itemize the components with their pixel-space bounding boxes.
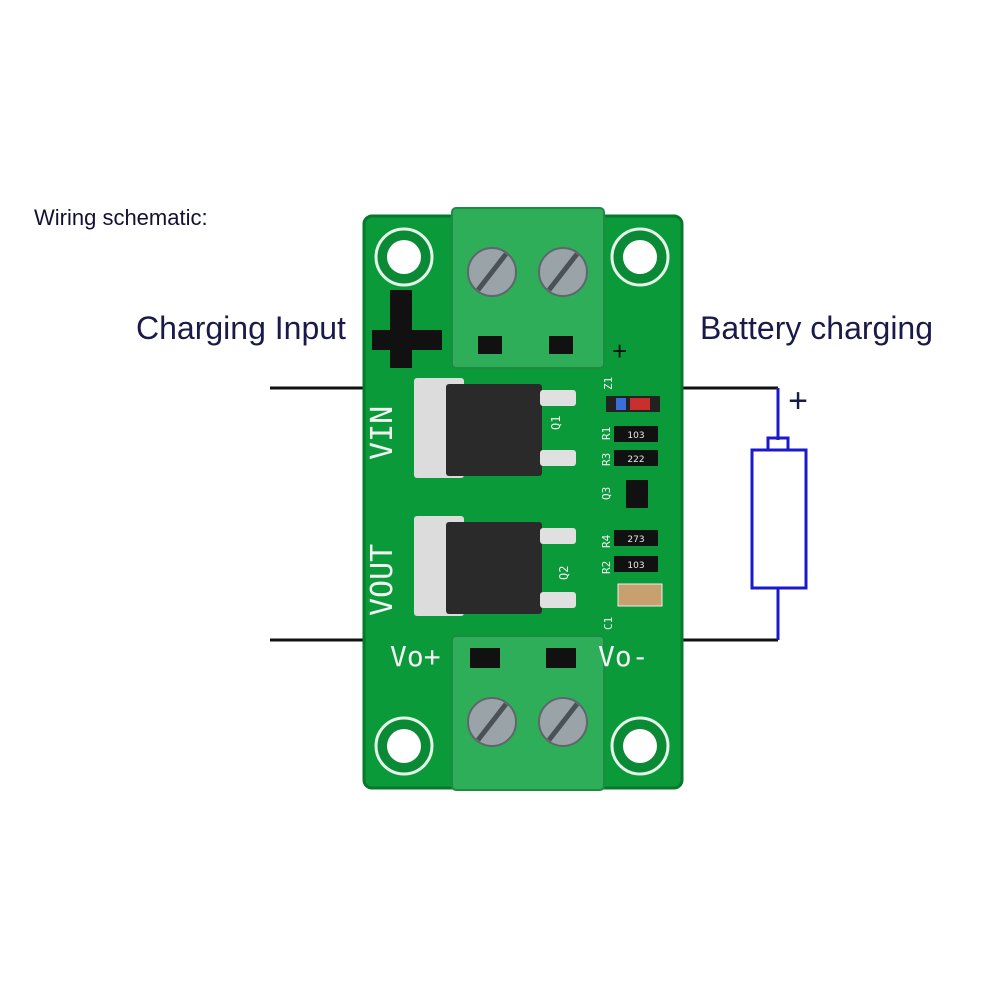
svg-text:Z1: Z1	[602, 377, 615, 390]
transistor-q3: Q3	[600, 480, 648, 508]
mounting-hole	[374, 227, 434, 287]
battery-symbol: +	[750, 382, 808, 640]
diagram-heading: Wiring schematic:	[34, 205, 208, 230]
vo-minus-silkscreen: Vo-	[598, 640, 649, 673]
q2-label: Q2	[557, 566, 571, 580]
mosfet-q2: Q2	[414, 516, 576, 616]
svg-text:R1: R1	[600, 427, 613, 440]
charging-input-label: Charging Input	[136, 310, 346, 346]
svg-text:222: 222	[627, 455, 644, 465]
resistor-r3: 222 R3	[600, 450, 658, 466]
mounting-hole	[610, 716, 670, 776]
resistor-r2: 103 R2	[600, 556, 658, 574]
marker-plus-sign	[372, 290, 442, 368]
battery-plus-sign: +	[788, 382, 808, 420]
mounting-hole	[374, 716, 434, 776]
top-terminal-block	[451, 207, 605, 369]
svg-text:103: 103	[627, 561, 644, 571]
battery-charging-label: Battery charging	[700, 310, 934, 346]
vout-silkscreen: VOUT	[365, 544, 400, 616]
svg-text:C1: C1	[602, 617, 615, 630]
svg-text:R4: R4	[600, 534, 613, 548]
vin-silkscreen: VIN	[365, 406, 400, 460]
resistor-r4: 273 R4	[600, 530, 658, 548]
svg-text:103: 103	[627, 431, 644, 441]
mosfet-q1: Q1	[414, 378, 576, 478]
mounting-hole	[610, 227, 670, 287]
q1-label: Q1	[549, 416, 563, 430]
svg-text:R3: R3	[600, 453, 613, 466]
svg-text:273: 273	[627, 535, 644, 545]
svg-text:R2: R2	[600, 561, 613, 574]
pcb-board: +	[362, 207, 684, 791]
capacitor-c1: C1	[602, 583, 663, 630]
marker-small-plus: +	[612, 336, 627, 366]
zener-z1: Z1	[602, 377, 660, 412]
resistor-r1: 103 R1	[600, 426, 658, 442]
bottom-terminal-block	[451, 635, 605, 791]
vo-plus-silkscreen: Vo+	[390, 640, 441, 673]
svg-text:Q3: Q3	[600, 487, 613, 500]
